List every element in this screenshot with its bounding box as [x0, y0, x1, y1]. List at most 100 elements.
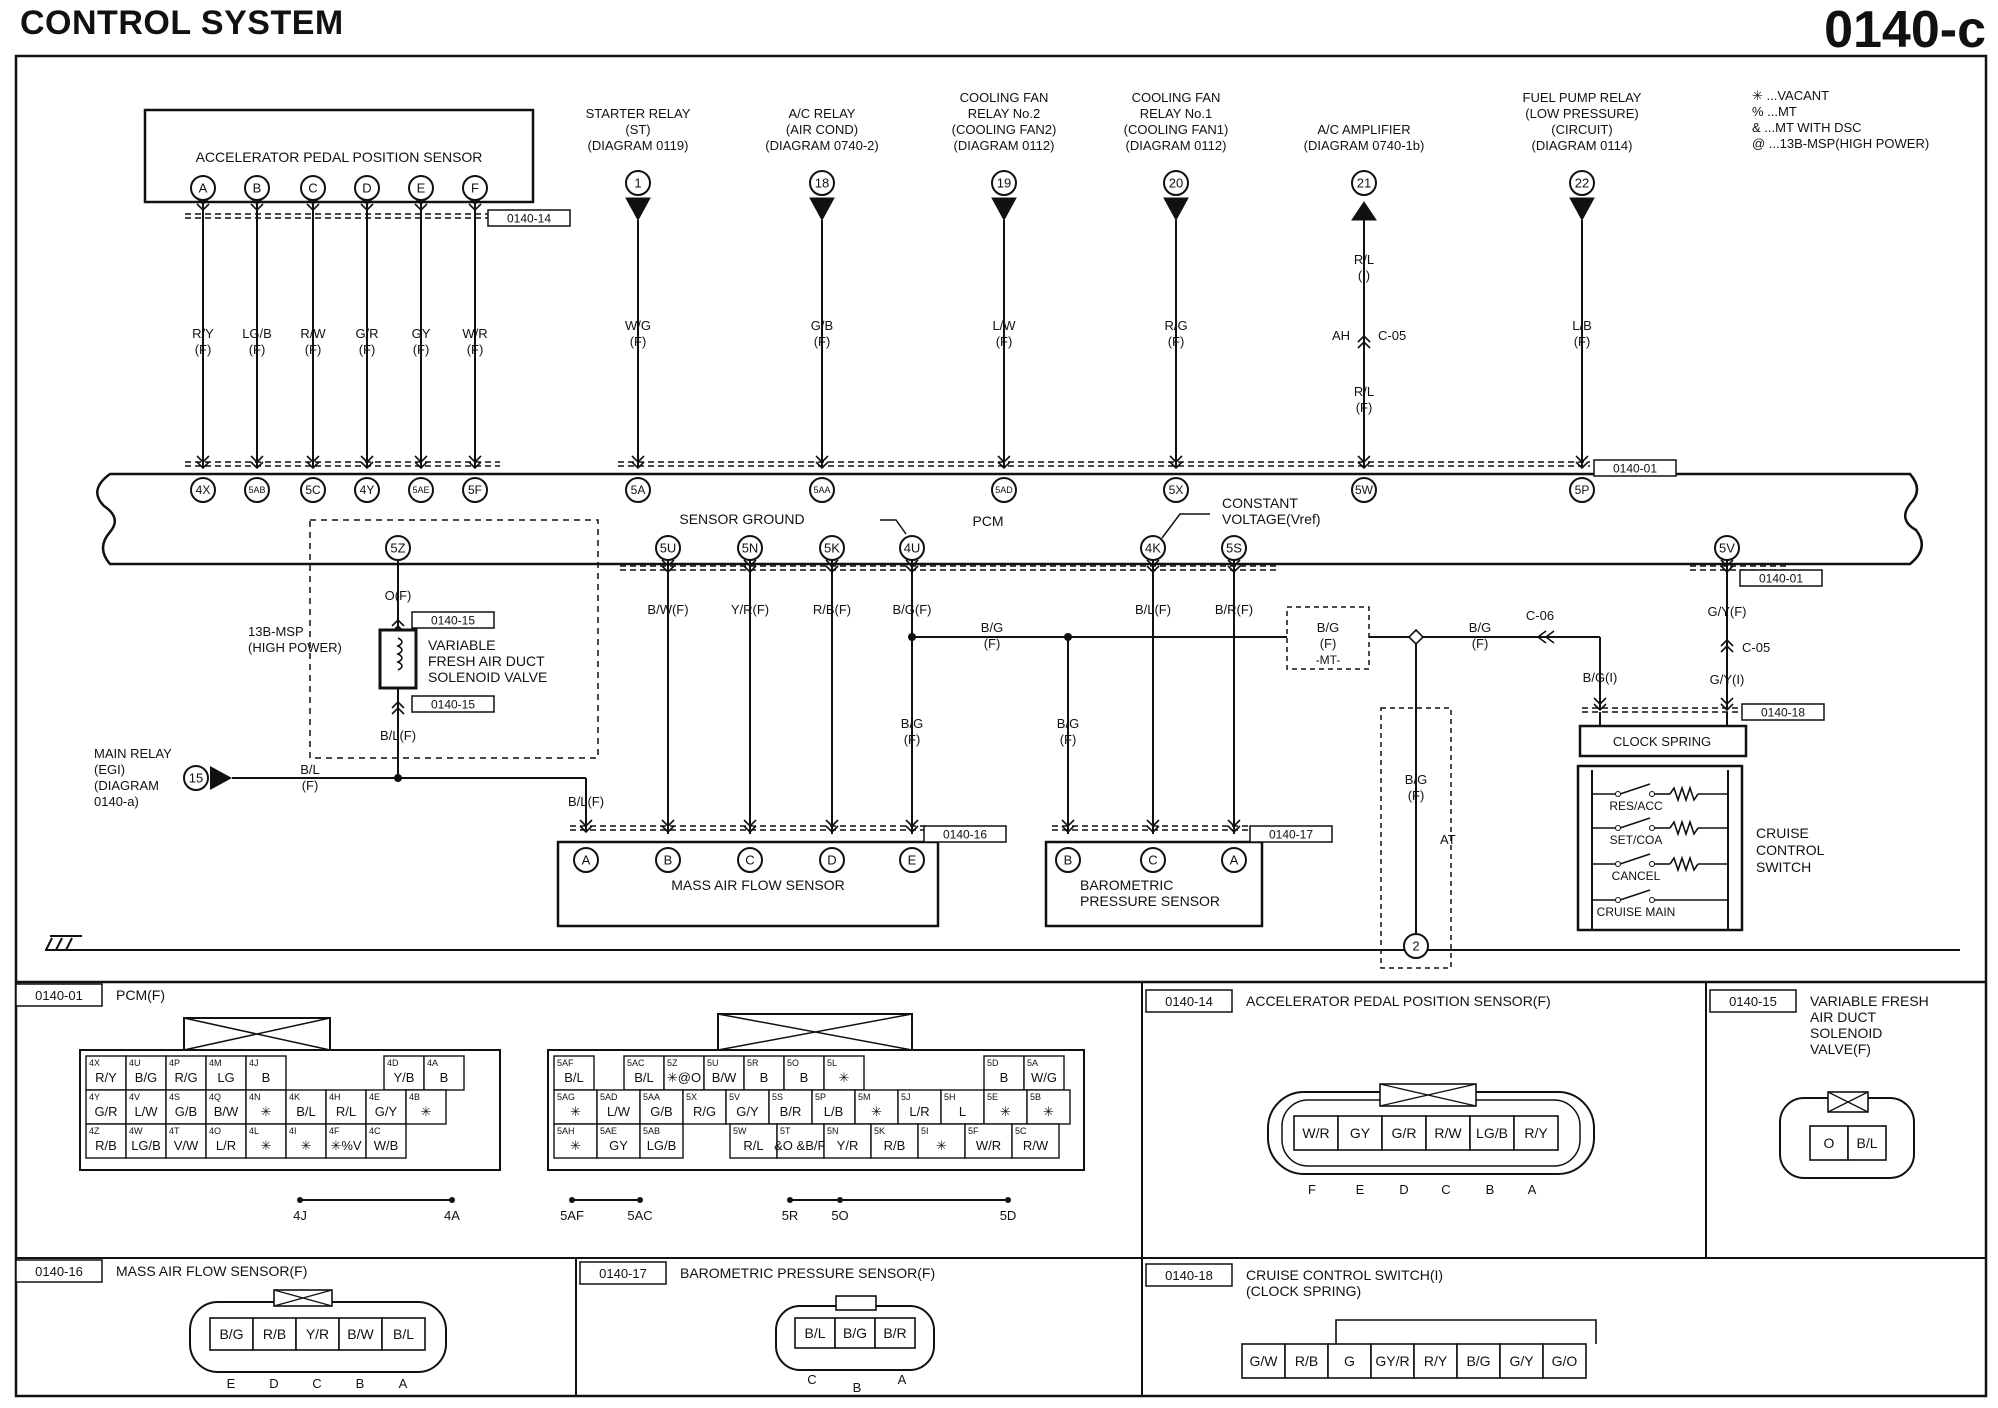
panel-vfad-title: VARIABLE FRESH — [1810, 993, 1929, 1009]
pcm-pin — [354, 477, 380, 503]
apps-conn-ref-label: 0140-14 — [507, 212, 551, 226]
pcm5-cell-color: R/L — [743, 1138, 763, 1153]
pcm4-cell-color: ✳ — [301, 1138, 312, 1153]
maf-conn-ref-label: 0140-16 — [943, 828, 987, 842]
switch-blade — [1619, 783, 1651, 795]
pcm4-cell-pin: 4N — [249, 1092, 261, 1102]
pcm5-ref: 5R — [782, 1208, 799, 1223]
apps-wire-side: (F) — [359, 342, 376, 357]
pcm5-cell-pin: 5D — [987, 1058, 999, 1068]
page-title: CONTROL SYSTEM — [20, 4, 344, 42]
diagram-code: 0140-c — [1824, 1, 1986, 59]
legend-item: & ...MT WITH DSC — [1752, 120, 1862, 135]
pcm4-cell — [245, 1123, 287, 1159]
baro-pin — [1140, 847, 1166, 873]
cruise-name: CRUISE — [1756, 825, 1809, 841]
baro-conn-cell-color: B/R — [883, 1325, 906, 1341]
pcm4-cell-pin: 4L — [249, 1126, 259, 1136]
pcm4-cell-color: B — [262, 1070, 271, 1085]
pcm4-cell — [165, 1055, 207, 1091]
vfad-conn-cell — [1847, 1125, 1887, 1161]
connector-chevron — [661, 559, 675, 574]
apps-pin-label: F — [471, 181, 479, 196]
cruise-conn-cell — [1284, 1343, 1329, 1379]
pcm5-cell — [823, 1055, 865, 1091]
connector-chevron — [360, 197, 374, 212]
cruise-conn-cell — [1327, 1343, 1372, 1379]
pcm5-cell-color: ✳@O — [667, 1070, 701, 1085]
relay-arrow — [1351, 201, 1377, 221]
baro-name: PRESSURE SENSOR — [1080, 893, 1220, 909]
pcm5-cell-color: GY — [609, 1138, 628, 1153]
relay-label: (AIR COND) — [786, 122, 858, 137]
maf-pin-label: D — [827, 853, 836, 868]
relay-label: (CIRCUIT) — [1551, 122, 1612, 137]
pcm4-cell — [125, 1123, 167, 1159]
pcm4-cell-color: V/W — [174, 1138, 199, 1153]
pcm-pin-label: 5AB — [248, 485, 265, 495]
baro-wire-color: B/R(F) — [1215, 602, 1253, 617]
relay-arrow — [625, 197, 651, 222]
switch-blade — [1619, 817, 1651, 829]
pcm4-cell-color: R/G — [174, 1070, 197, 1085]
bg-wire-side: (F) — [1060, 732, 1077, 747]
apps-wire-color: W/R — [462, 326, 487, 341]
sensor-ground-arrow — [880, 519, 907, 535]
clock-spring-label: CLOCK SPRING — [1613, 734, 1711, 749]
pcm5-cell — [870, 1123, 919, 1159]
relay-num-label: 18 — [815, 176, 829, 191]
panel-vfad-title: VALVE(F) — [1810, 1041, 1871, 1057]
relay-wire-side: (F) — [630, 334, 647, 349]
vfad-wire-bot: B/L(F) — [380, 728, 416, 743]
pcm-pin-label: 5AA — [813, 485, 830, 495]
relay-label: RELAY No.1 — [1140, 106, 1213, 121]
cruise-c05: C-05 — [1742, 640, 1770, 655]
pcm4-cell-color: L/W — [134, 1104, 158, 1119]
pcm5-cell — [964, 1123, 1013, 1159]
maf-conn-cell — [338, 1317, 383, 1351]
pcm5-ref: 5O — [831, 1208, 848, 1223]
pcm4-cell-pin: 4Q — [209, 1092, 221, 1102]
panel-apps-title: ACCELERATOR PEDAL POSITION SENSOR(F) — [1246, 993, 1551, 1009]
pcm4-cell-pin: 4V — [129, 1092, 140, 1102]
latch-x — [717, 1013, 913, 1051]
pcm5-cell-color: R/G — [693, 1104, 716, 1119]
pcm5-cell-pin: 5S — [772, 1092, 783, 1102]
relay-arrow — [809, 197, 835, 222]
relay-num-label: 22 — [1575, 176, 1589, 191]
legend-item: @ ...13B-MSP(HIGH POWER) — [1752, 136, 1929, 151]
apps-pin-label: C — [308, 181, 317, 196]
vfad-conn-cell-color: O — [1824, 1135, 1835, 1151]
maf-pin — [655, 847, 681, 873]
resistor — [1669, 855, 1699, 873]
pcm-pin-label: 4X — [196, 483, 211, 497]
constant-voltage-label: CONSTANT — [1222, 495, 1298, 511]
pcm5-cell — [682, 1089, 727, 1125]
apps-conn-letter: B — [1486, 1182, 1495, 1197]
mt-label: -MT- — [1316, 653, 1341, 667]
pcm-pin — [462, 477, 488, 503]
apps-conn-letter: E — [1356, 1182, 1365, 1197]
main-relay-wire-side: (F) — [302, 778, 319, 793]
pcm5-cell-color: L/W — [607, 1104, 631, 1119]
pcm5-cell-pin: 5L — [827, 1058, 837, 1068]
pcm5-cell — [811, 1089, 856, 1125]
apps-wire-side: (F) — [413, 342, 430, 357]
pcm4-cell-color: B/G — [135, 1070, 157, 1085]
bg-wire-color: B/G — [1057, 716, 1079, 731]
baro-conn-letter: C — [807, 1372, 816, 1387]
pcm5-cell-pin: 5P — [815, 1092, 826, 1102]
switch-label: CRUISE MAIN — [1597, 905, 1676, 919]
maf-pin-label: E — [908, 853, 917, 868]
pcm5-cell-pin: 5I — [921, 1126, 929, 1136]
vfad-name: SOLENOID VALVE — [428, 669, 547, 685]
pcm-pin — [1351, 477, 1377, 503]
apps-pin-label: B — [253, 181, 262, 196]
ref-dot — [569, 1197, 575, 1203]
relay-label: (ST) — [625, 122, 650, 137]
vfad-name: FRESH AIR DUCT — [428, 653, 545, 669]
cruise-conn-cell-color: R/Y — [1424, 1353, 1448, 1369]
sensor-ground-label: SENSOR GROUND — [679, 511, 804, 527]
connector-chevron — [1720, 697, 1734, 712]
relay-num — [1163, 170, 1189, 196]
